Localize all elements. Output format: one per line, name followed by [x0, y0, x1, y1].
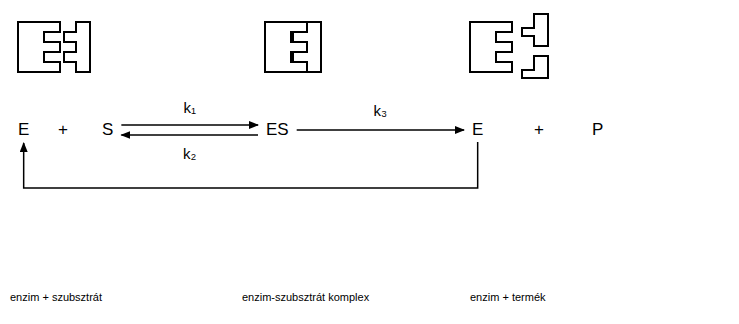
species-node: ES	[262, 120, 293, 140]
enzyme-shape	[18, 22, 60, 72]
reaction-arrow	[297, 129, 464, 131]
product-shape	[522, 14, 548, 46]
complex-substrate-shape	[293, 22, 321, 72]
species-node: S	[98, 120, 117, 140]
enzyme-shape	[470, 22, 512, 72]
reaction-arrow	[24, 142, 478, 188]
caption-label: enzim + termék	[470, 290, 546, 304]
shapes	[18, 14, 548, 78]
species-symbol: ES	[266, 120, 289, 139]
species-symbol: S	[102, 120, 113, 139]
species-node: E	[14, 120, 33, 140]
reaction-arrow	[121, 124, 258, 126]
reaction-arrow	[121, 134, 258, 136]
plus-sign: +	[58, 120, 68, 140]
species-node: E	[468, 120, 487, 140]
complex-enzyme-shape	[265, 22, 307, 72]
caption-label: enzim + szubsztrát	[10, 290, 102, 304]
rate-constant: k₂	[181, 145, 198, 163]
rate-constant: k₃	[372, 102, 390, 120]
rate-constant: k₁	[181, 99, 198, 117]
plus-sign: +	[534, 120, 544, 140]
species-node: P	[588, 120, 607, 140]
product-shape	[522, 56, 548, 78]
substrate-shape	[64, 22, 90, 72]
caption-label: enzim-szubsztrát komplex	[242, 290, 369, 304]
species-symbol: E	[18, 120, 29, 139]
species-symbol: E	[472, 120, 483, 139]
species-symbol: P	[592, 120, 603, 139]
